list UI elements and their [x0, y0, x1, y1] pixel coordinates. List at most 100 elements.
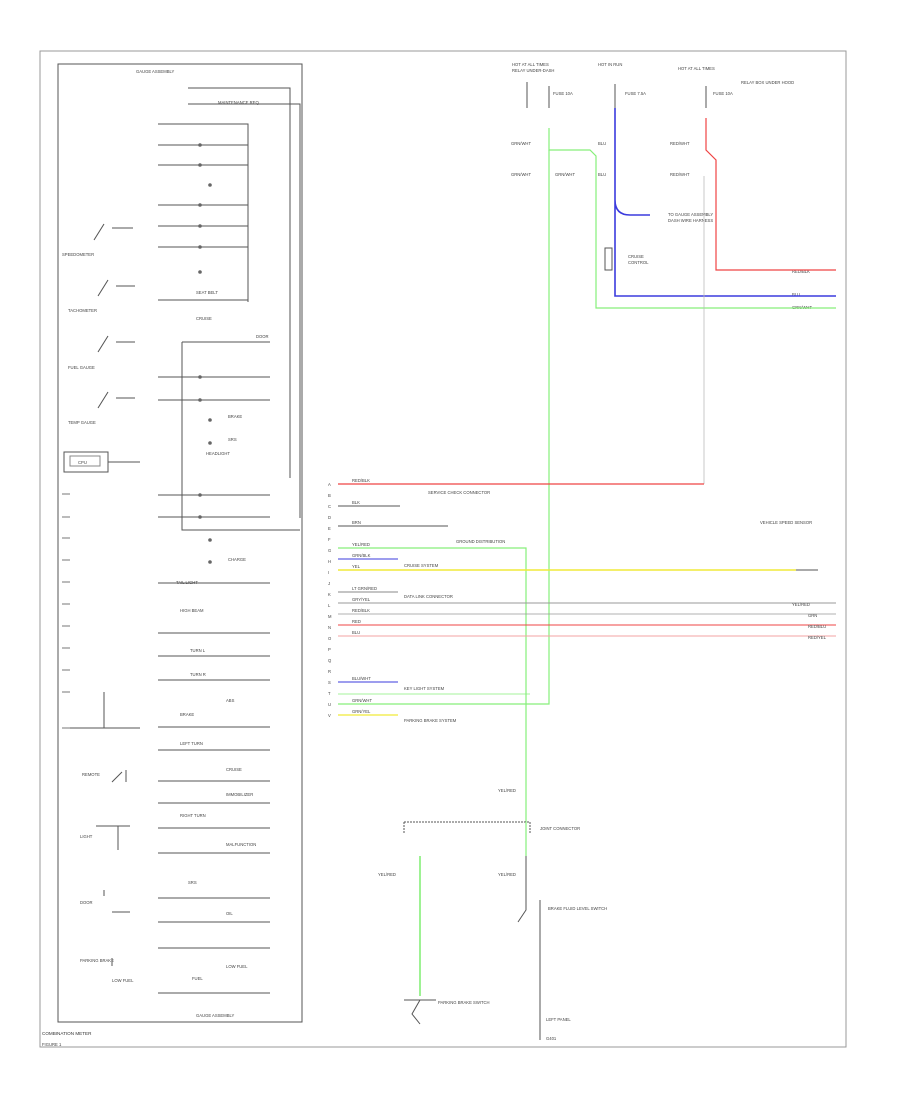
left-device-4: TEMP GAUGE [68, 420, 96, 425]
connector-pin-labels: A B C D E F G H I J K L M N O P Q R S T … [328, 482, 332, 718]
fuse-2-head: HOT IN RUN [598, 62, 622, 67]
left-device-1: SPEEDOMETER [62, 252, 94, 257]
indicator-rows [158, 144, 270, 994]
top-wire-label-7: BLU [598, 172, 606, 177]
bottom-component-b: BRAKE FLUID LEVEL SWITCH [548, 906, 607, 911]
cluster-title: GAUGE ASSEMBLY [136, 69, 175, 74]
mid-wire-label-11: BLU [352, 630, 360, 635]
cpu-inner [69, 455, 101, 467]
svg-text:I: I [328, 570, 329, 575]
side-switch-3: DOOR [80, 900, 93, 905]
tachometer-symbol [97, 279, 109, 297]
cluster-row-7: MALFUNCTION [226, 842, 256, 847]
svg-text:P: P [328, 647, 331, 652]
svg-text:O: O [328, 636, 332, 641]
right-mid-label: VEHICLE SPEED SENSOR [760, 520, 812, 525]
mid-wire-label-8: GRY/YEL [352, 597, 371, 602]
indicator-8: TURN L [190, 648, 206, 653]
cluster-row-5: CRUISE [226, 767, 242, 772]
cluster-row-4: ABS [226, 698, 235, 703]
cluster-bus-top2 [188, 103, 301, 518]
cluster-bus-left [181, 342, 300, 531]
fuse-1-rating: FUSE 10A [553, 91, 573, 96]
indicator-5: HEADLIGHT [206, 451, 230, 456]
side-switch-2: LIGHT [80, 834, 93, 839]
right-mid-wire-2: GRN [808, 613, 817, 618]
left-pin-ticks [62, 493, 70, 729]
top-component-1: TO GAUGE ASSEMBLY [668, 212, 713, 217]
top-component-2: DASH WIRE HARNESS [668, 218, 713, 223]
top-component-4: CONTROL [628, 260, 649, 265]
mid-wire-label-3: BRN [352, 520, 361, 525]
relay-box-label: RELAY BOX UNDER HOOD [741, 80, 794, 85]
cluster-row-2: SRS [228, 437, 237, 442]
temp-gauge-symbol [97, 391, 109, 409]
bottom-section: YEL/RED JOINT CONNECTOR YEL/RED YEL/RED … [378, 788, 607, 1041]
top-wire-label-3: GRN/WHT [555, 172, 575, 177]
fuse-3-head: HOT AT ALL TIMES [678, 66, 715, 71]
cluster-bottom-label: COMBINATION METER [42, 1031, 92, 1036]
indicator-12: RIGHT TURN [180, 813, 206, 818]
svg-text:R: R [328, 669, 331, 674]
joint-connector-box [403, 821, 531, 834]
side-switch-1-symbol [111, 770, 127, 783]
mid-wire-label-9: RED/BLK [352, 608, 370, 613]
svg-text:K: K [328, 592, 331, 597]
svg-text:D: D [328, 515, 331, 520]
side-switch-1: REMOTE [82, 772, 100, 777]
bottom-wire-top: YEL/RED [498, 788, 516, 793]
side-switch-5: LOW FUEL [112, 978, 134, 983]
indicator-11: LEFT TURN [180, 741, 203, 746]
svg-text:Q: Q [328, 658, 332, 663]
cluster-footer: GAUGE ASSEMBLY [196, 1013, 235, 1018]
top-wire-label-4: BLU [598, 141, 606, 146]
mid-wire-label-7: LT GRN/RED [352, 586, 377, 591]
side-switch-3-symbol [103, 890, 130, 913]
svg-text:L: L [328, 603, 331, 608]
fuse-3-rating: FUSE 10A [713, 91, 733, 96]
gauge-cluster: GAUGE ASSEMBLY COMBINATION METER GAUGE A… [42, 63, 303, 1036]
speedometer-symbol [93, 223, 105, 241]
indicator-14: FUEL [192, 976, 203, 981]
fuse-1-head: HOT AT ALL TIMES [512, 62, 549, 67]
svg-text:N: N [328, 625, 331, 630]
bottom-component-a: JOINT CONNECTOR [540, 826, 580, 831]
cluster-bus-top [188, 87, 291, 478]
right-edge-label-1: RED/BLK [792, 269, 810, 274]
svg-text:V: V [328, 713, 331, 718]
side-switch-2-symbol [96, 825, 130, 850]
right-mid-wire-4: RED/YEL [808, 635, 827, 640]
indicator-10: BRAKE [180, 712, 194, 717]
wire-red-top [705, 118, 836, 271]
cpu-label: CPU [78, 460, 87, 465]
wire-green-vertical [338, 150, 550, 705]
cluster-row-8: OIL [226, 911, 233, 916]
svg-text:C: C [328, 504, 331, 509]
left-device-2: TACHOMETER [68, 308, 97, 313]
svg-text:H: H [328, 559, 331, 564]
indicator-6: TAIL LIGHT [176, 580, 198, 585]
cluster-bus-mid [158, 123, 249, 302]
mid-component-3: CRUISE SYSTEM [404, 563, 439, 568]
wire-green-mid [338, 547, 527, 822]
mid-component-6: PARKING BRAKE SYSTEM [404, 718, 457, 723]
top-wire-label-2: GRN/WHT [511, 172, 531, 177]
bottom-right-block: LEFT PANEL [546, 1017, 571, 1022]
page-footer: FIGURE 1 [42, 1042, 62, 1047]
svg-text:E: E [328, 526, 331, 531]
top-component-3: CRUISE [628, 254, 644, 259]
fuel-gauge-symbol [97, 335, 109, 353]
bottom-left-wire: YEL/RED [378, 872, 396, 877]
fuse-1-sub: RELAY UNDER-DASH [512, 68, 554, 73]
cluster-row-1: BRAKE [228, 414, 242, 419]
bottom-note: G401 [546, 1036, 557, 1041]
indicator-lamps [198, 143, 212, 564]
svg-text:J: J [328, 581, 330, 586]
mid-wire-label-5: GRN/BLK [352, 553, 371, 558]
left-device-3: FUEL GAUGE [68, 365, 95, 370]
svg-text:S: S [328, 680, 331, 685]
mid-wire-label-10: RED [352, 619, 361, 624]
mid-wire-label-4: YEL/RED [352, 542, 370, 547]
cluster-box [57, 63, 303, 1023]
wire-blue-top [614, 108, 836, 297]
